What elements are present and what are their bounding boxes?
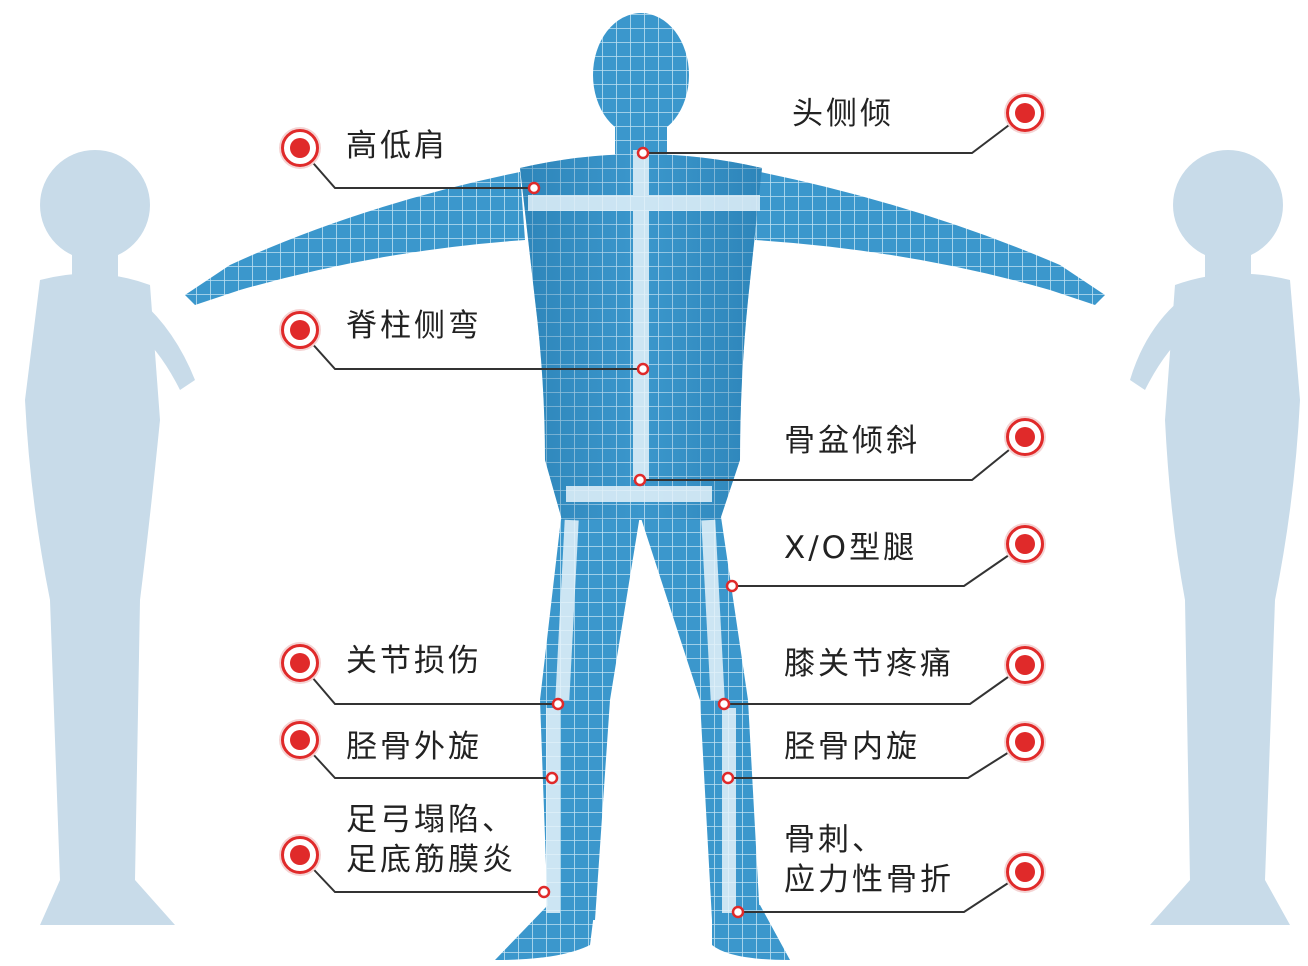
marker-bone-spur-fracture xyxy=(1006,853,1044,891)
side-silhouette-right xyxy=(1130,150,1300,925)
marker-head-tilt xyxy=(1006,94,1044,132)
label-joint-injury: 关节损伤 xyxy=(346,641,482,681)
marker-pelvic-tilt xyxy=(1006,418,1044,456)
label-high-low-shoulder: 高低肩 xyxy=(346,126,448,166)
point-right-shin xyxy=(723,773,733,783)
label-tibia-internal-rotation: 胫骨内旋 xyxy=(784,727,920,767)
label-xo-legs: X/O型腿 xyxy=(784,528,917,568)
point-spine xyxy=(638,364,648,374)
marker-flat-foot-fasciitis xyxy=(281,836,319,874)
point-right-foot xyxy=(733,907,743,917)
point-right-knee xyxy=(719,699,729,709)
point-pelvis xyxy=(635,475,645,485)
label-bone-spur-line-2: 应力性骨折 xyxy=(784,860,954,900)
marker-knee-pain xyxy=(1006,646,1044,684)
label-head-tilt: 头侧倾 xyxy=(792,94,894,134)
marker-tibia-external-rotation xyxy=(281,721,319,759)
point-thigh xyxy=(727,581,737,591)
marker-xo-legs xyxy=(1006,525,1044,563)
marker-joint-injury xyxy=(281,644,319,682)
label-scoliosis: 脊柱侧弯 xyxy=(346,306,482,346)
point-shoulder xyxy=(529,183,539,193)
label-bone-spur-line-1: 骨刺、 xyxy=(784,820,954,860)
point-left-shin xyxy=(547,773,557,783)
point-neck xyxy=(638,148,648,158)
marker-high-low-shoulder xyxy=(281,129,319,167)
label-knee-pain: 膝关节疼痛 xyxy=(784,644,954,684)
label-pelvic-tilt: 骨盆倾斜 xyxy=(784,421,920,461)
marker-scoliosis xyxy=(281,311,319,349)
label-flat-foot-line-1: 足弓塌陷、 xyxy=(346,800,516,840)
side-silhouette-left xyxy=(25,150,195,925)
point-left-knee xyxy=(553,699,563,709)
label-flat-foot-line-2: 足底筋膜炎 xyxy=(346,840,516,880)
label-tibia-external-rotation: 胫骨外旋 xyxy=(346,727,482,767)
label-flat-foot-fasciitis: 足弓塌陷、 足底筋膜炎 xyxy=(346,800,516,880)
label-bone-spur-fracture: 骨刺、 应力性骨折 xyxy=(784,820,954,900)
marker-tibia-internal-rotation xyxy=(1006,723,1044,761)
point-left-foot xyxy=(539,887,549,897)
